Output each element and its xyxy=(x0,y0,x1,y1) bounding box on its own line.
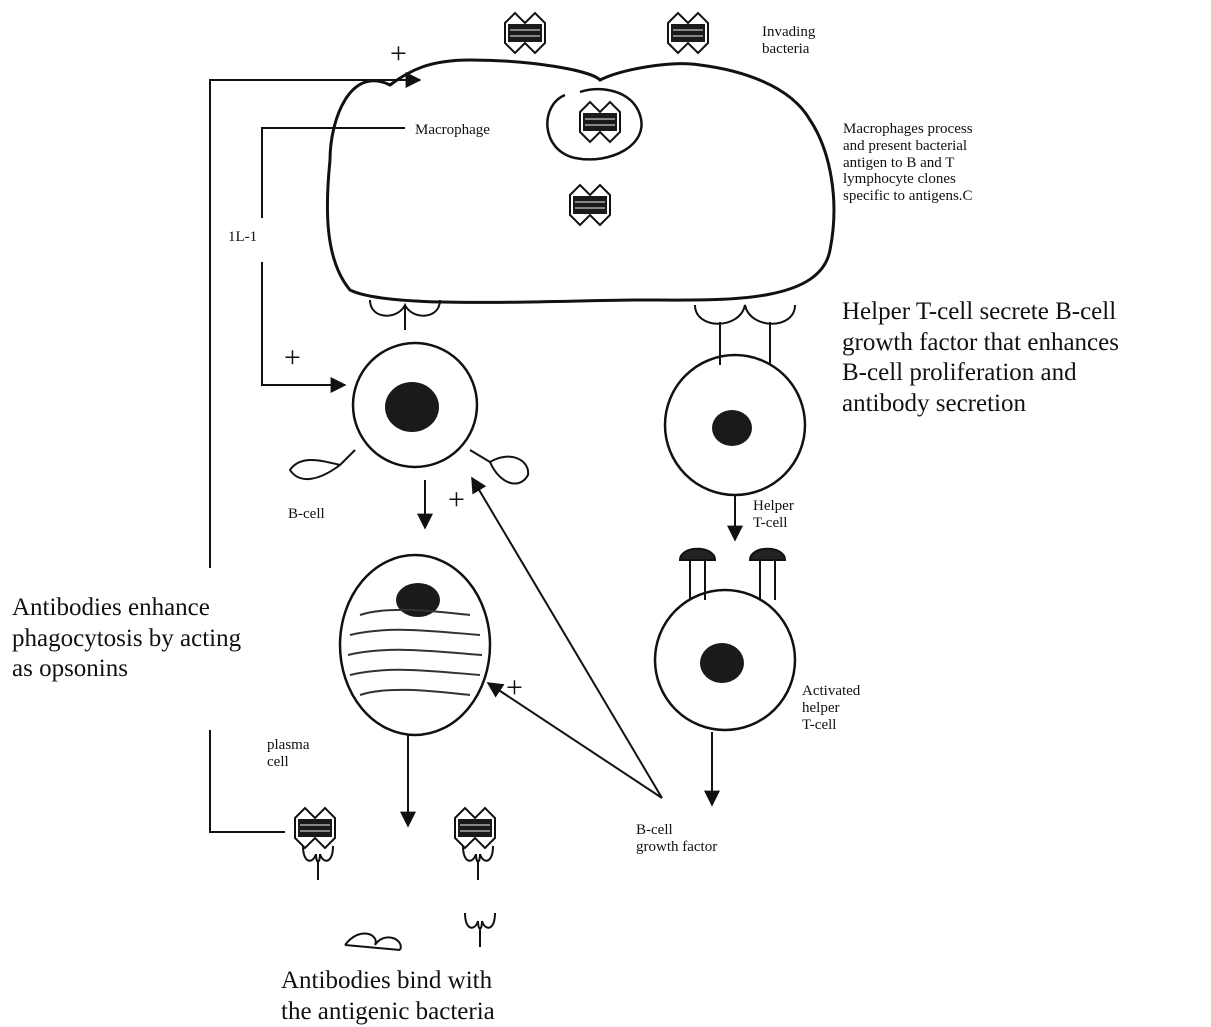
antibodies-opsonins-label: Antibodies enhance phagocytosis by actin… xyxy=(12,593,241,685)
antibody-icon xyxy=(463,846,493,880)
invading-bacteria-label: Invading bacteria xyxy=(762,24,815,58)
activated-helper-t-cell-label: Activated helper T-cell xyxy=(802,683,860,733)
plasma-cell-label: plasma cell xyxy=(267,737,310,771)
growth-factor-to-b-cell-arrow xyxy=(472,478,662,798)
plus-sign: + xyxy=(506,670,523,707)
b-cell-antibody-left-icon xyxy=(290,450,355,479)
plus-sign: + xyxy=(284,340,301,377)
plasma-cell-er-lines xyxy=(348,610,482,695)
macrophage-note: Macrophages process and present bacteria… xyxy=(843,121,973,205)
macrophage-cell xyxy=(327,60,834,303)
bound-bacterium-icon xyxy=(295,808,335,848)
plus-sign: + xyxy=(390,36,407,73)
il1-label: 1L-1 xyxy=(228,229,257,246)
helper-t-cell-nucleus xyxy=(712,410,752,446)
activated-t-cell-receptor-icon xyxy=(680,549,785,600)
free-antibody-icon xyxy=(345,933,401,950)
helper-t-cell-label: Helper T-cell xyxy=(753,498,794,532)
plasma-cell xyxy=(340,555,490,735)
b-cell-growth-factor-label: B-cell growth factor xyxy=(636,822,717,856)
opsonin-feedback-arrow xyxy=(210,80,420,568)
invading-bacterium-icon xyxy=(505,13,545,53)
engulfed-bacterium-icon xyxy=(580,102,620,142)
antibodies-bind-label: Antibodies bind with the antigenic bacte… xyxy=(281,966,495,1027)
b-cell-label: B-cell xyxy=(288,506,325,523)
il1-feedback-line xyxy=(262,128,405,218)
invading-bacterium-icon xyxy=(668,13,708,53)
b-cell-nucleus xyxy=(385,382,439,432)
bound-bacterium-icon xyxy=(455,808,495,848)
processed-bacterium-icon xyxy=(570,185,610,225)
il1-to-b-cell-arrow xyxy=(262,262,345,385)
helper-t-cell-note: Helper T-cell secrete B-cell growth fact… xyxy=(842,297,1119,419)
plus-sign: + xyxy=(448,482,465,519)
antibody-icon xyxy=(303,846,333,880)
activated-t-cell-nucleus xyxy=(700,643,744,683)
macrophage-label: Macrophage xyxy=(415,122,490,139)
b-cell-antibody-right-icon xyxy=(470,450,528,484)
b-cell-receptor-icon xyxy=(370,300,440,330)
free-antibody-icon xyxy=(465,913,495,947)
